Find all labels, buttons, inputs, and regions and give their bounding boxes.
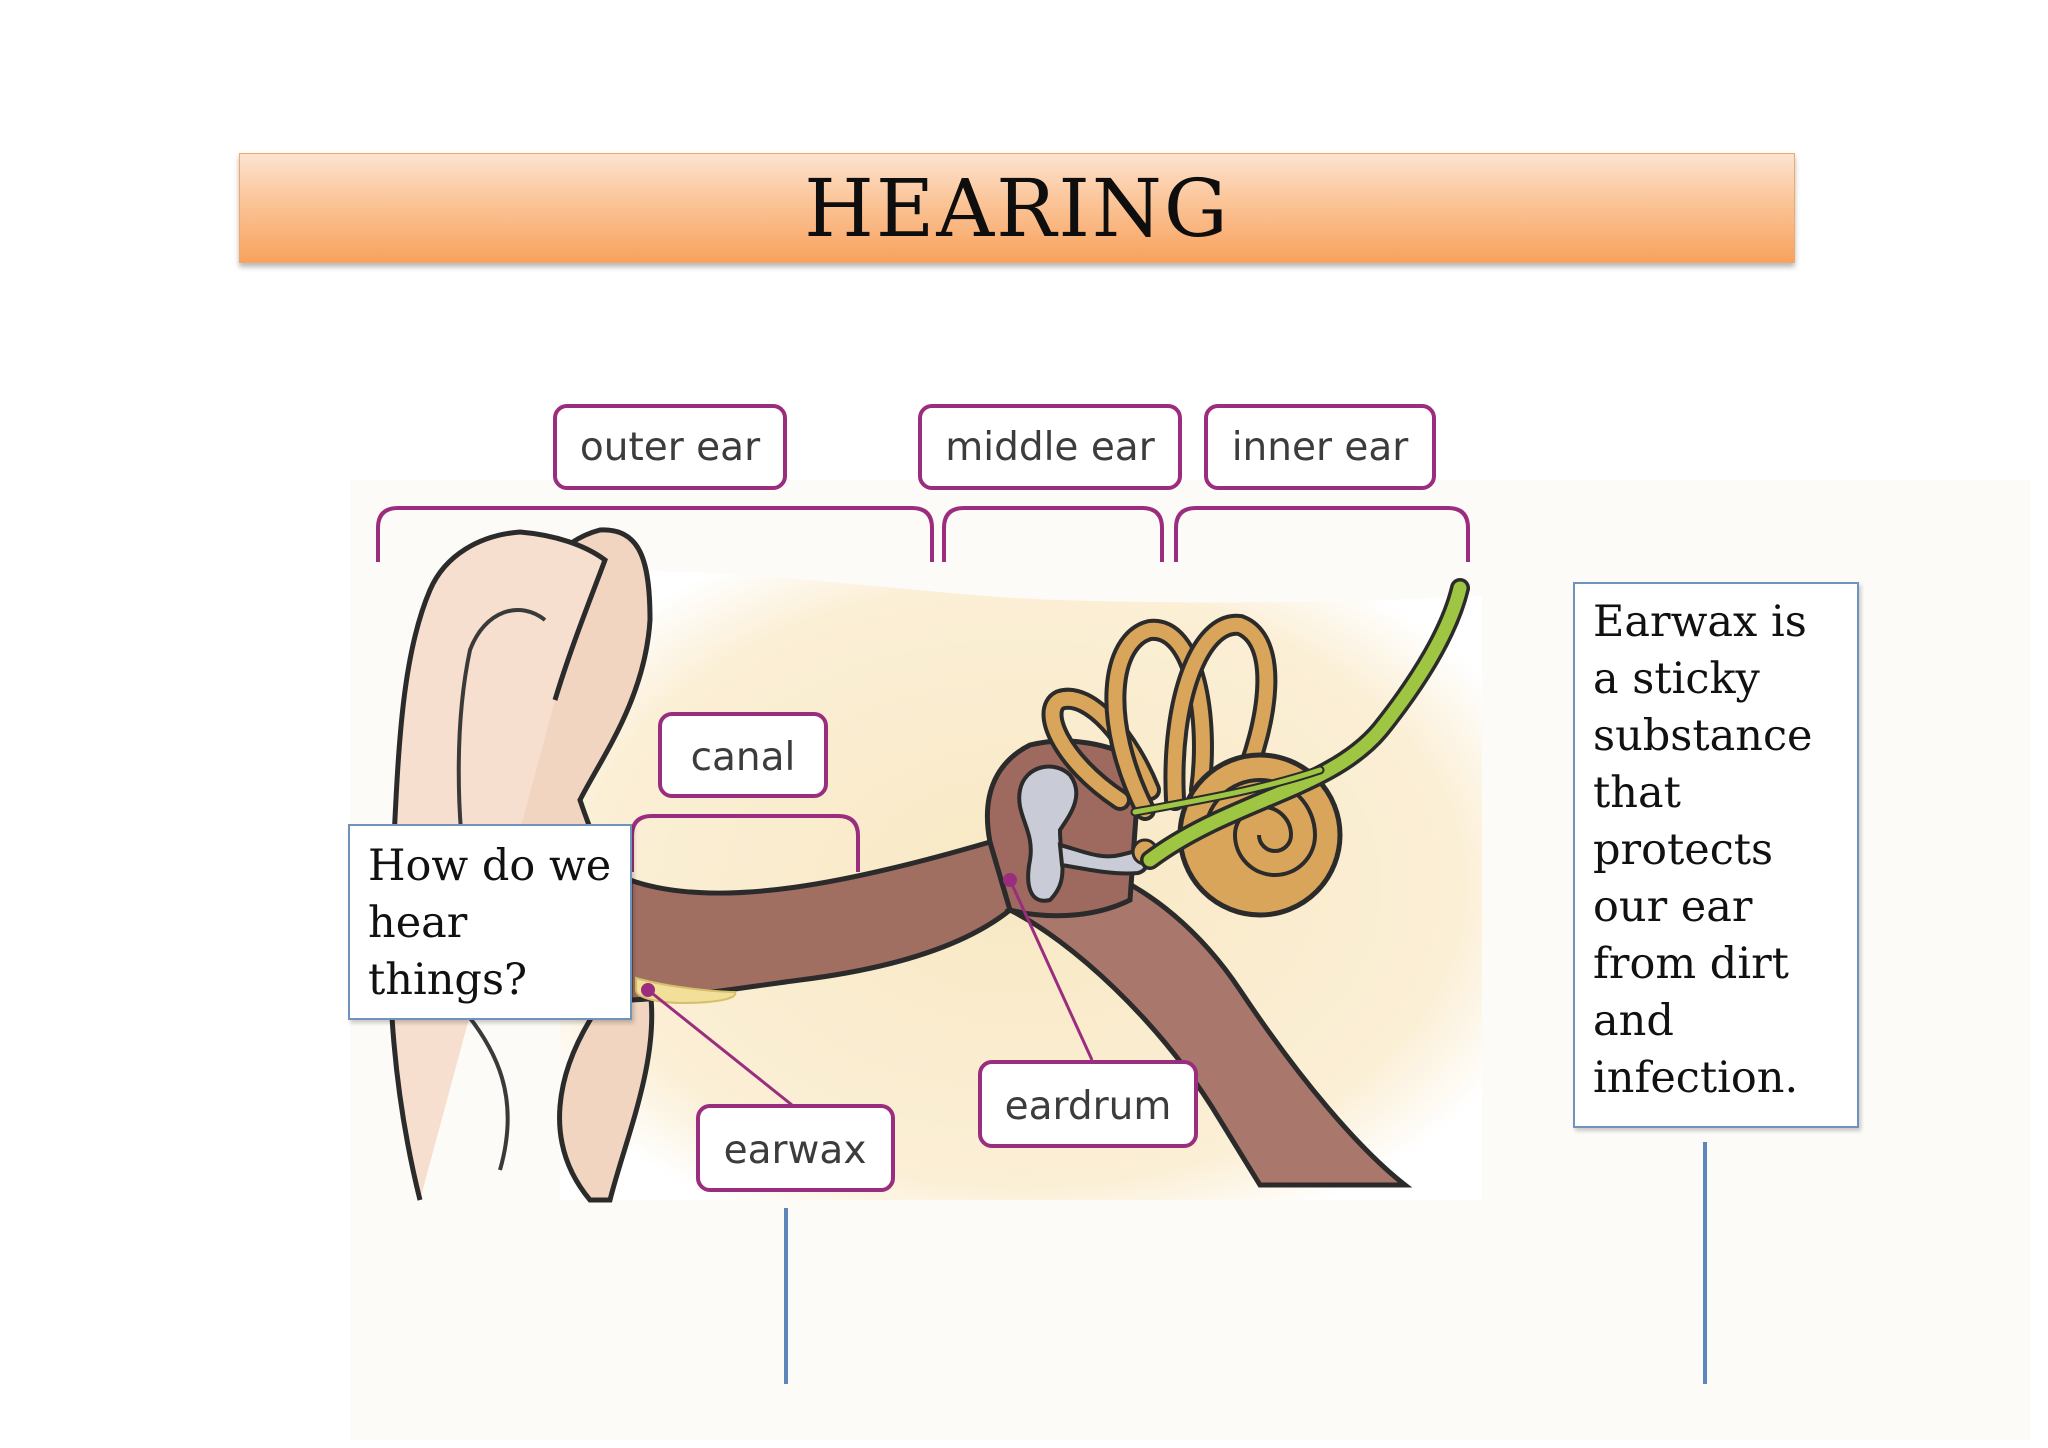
eardrum-pointer-dot [1003, 873, 1017, 887]
label-canal: canal [658, 712, 828, 798]
pointer-lines [647, 879, 1094, 1107]
earwax-pointer-dot [641, 983, 655, 997]
region-brackets [376, 506, 1470, 872]
inner-ear-bracket [1174, 506, 1470, 562]
auditory-nerve [1130, 578, 1470, 870]
eardrum-pointer [1008, 879, 1094, 1061]
title-banner: HEARING [239, 153, 1795, 263]
eardrum-label: eardrum [1005, 1084, 1172, 1129]
label-outer-ear: outer ear [553, 404, 787, 490]
label-inner-ear: inner ear [1204, 404, 1436, 490]
inner-ear-label: inner ear [1232, 425, 1410, 470]
earwax-connector-line [784, 1208, 788, 1384]
eustachian-tube-shape [1004, 867, 1413, 1188]
middle-ear-bracket [942, 506, 1164, 562]
outer-ear-label: outer ear [580, 425, 761, 470]
earwax-pointer [647, 988, 793, 1107]
outer-ear-bracket [376, 506, 934, 562]
label-earwax: earwax [696, 1104, 895, 1192]
page-title: HEARING [804, 161, 1230, 255]
canal-label: canal [691, 735, 796, 780]
earwax-info-textbox: Earwax is a sticky substance that protec… [1573, 582, 1859, 1128]
ossicles-illustration [1017, 764, 1150, 903]
earwax-label: earwax [724, 1128, 867, 1173]
info-connector-line [1703, 1142, 1707, 1384]
label-eardrum: eardrum [978, 1060, 1198, 1148]
earwax-deposit [635, 976, 737, 1005]
label-middle-ear: middle ear [918, 404, 1182, 490]
semicircular-canals [1041, 613, 1278, 821]
canal-bracket [630, 814, 860, 872]
question-textbox: How do we hear things? [348, 824, 632, 1020]
middle-ear-label: middle ear [945, 425, 1155, 470]
